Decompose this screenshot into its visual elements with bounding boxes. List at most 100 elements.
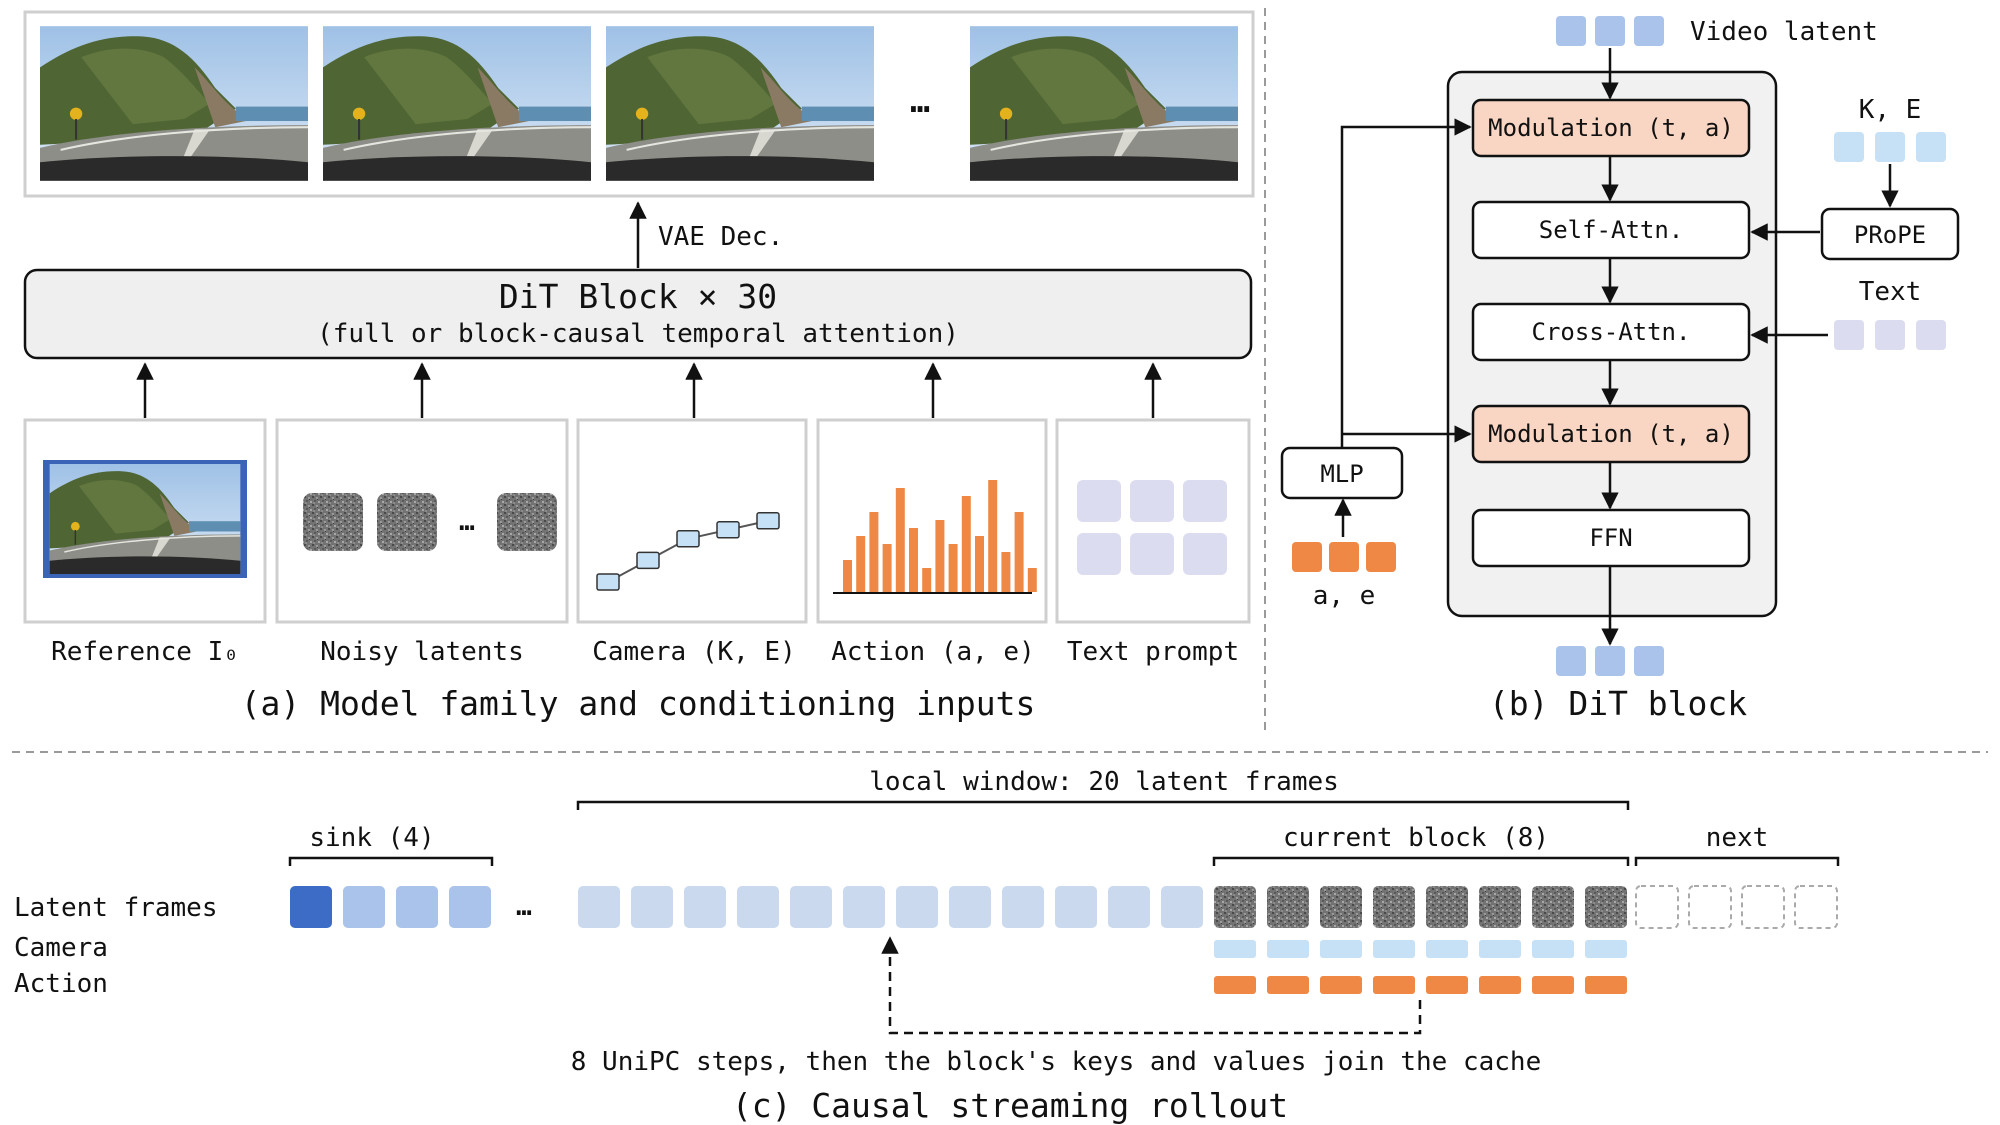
dit-block-title: DiT Block × 30 [499,277,777,316]
action-token [1585,976,1627,994]
caption-c: (c) Causal streaming rollout [732,1086,1288,1125]
text-token [1130,480,1174,522]
action-bar-plot [843,480,1037,592]
sink-frame [396,886,438,928]
row-label-action: Action [14,969,108,999]
sink-label: sink (4) [309,823,434,853]
modulation-bottom-box [1471,404,1751,464]
action-bar [948,544,958,592]
camera-token [1479,940,1521,958]
cached-frame [1002,886,1044,928]
input-label-action: Action (a, e) [831,637,1035,667]
cached-frame [578,886,620,928]
reference-image [48,464,242,574]
self-attn-box [1471,200,1751,260]
video-latent-token [1556,16,1586,46]
camera-token [1373,940,1415,958]
text-cond-token [1875,320,1905,350]
input-label-noisy-latents: Noisy latents [320,637,524,667]
camera-pose-node [676,530,700,548]
action-token [1320,976,1362,994]
camera-trajectory [596,512,780,591]
decoded-frame-last [970,26,1238,181]
text-token [1077,533,1121,575]
camera-token [1585,940,1627,958]
current-noisy-frame [1320,886,1362,928]
unipc-steps-note: 8 UniPC steps, then the block's keys and… [571,1047,1542,1077]
noise-latent-2 [377,493,437,551]
output-latent-token [1634,646,1664,676]
next-frame-placeholder [1635,885,1679,929]
next-frame-placeholder [1688,885,1732,929]
next-frame-placeholder [1794,885,1838,929]
action-token [1532,976,1574,994]
current-block-label: current block (8) [1283,823,1549,853]
cached-frame [684,886,726,928]
text-label: Text [1859,277,1922,307]
current-noisy-frame [1267,886,1309,928]
decoded-frame-2 [323,26,591,181]
text-token [1077,480,1121,522]
modulation-top-box [1471,98,1751,158]
action-bar [988,480,998,592]
ae-token [1329,542,1359,572]
video-latent-token [1595,16,1625,46]
prope-box [1820,207,1960,261]
noise-latent-n [497,493,557,551]
cached-frame [737,886,779,928]
cached-frame [631,886,673,928]
self-attn-label: Self-Attn. [1539,216,1684,244]
prope-label: PRoPE [1854,221,1926,249]
current-noisy-frame [1426,886,1468,928]
cached-frame [1055,886,1097,928]
cached-frame [790,886,832,928]
ke-token [1916,132,1946,162]
text-token [1183,480,1227,522]
ke-token [1875,132,1905,162]
current-noisy-frame [1585,886,1627,928]
action-bar [922,568,932,592]
current-noisy-frame [1532,886,1574,928]
action-bar [882,544,892,592]
camera-pose-node [716,521,740,539]
input-label-camera: Camera (K, E) [592,637,796,667]
camera-pose-node [596,573,620,591]
sink-frame [343,886,385,928]
camera-token [1532,940,1574,958]
action-input-box [816,418,1048,624]
action-token [1214,976,1256,994]
caption-b: (b) DiT block [1489,684,1747,723]
action-bar [935,520,945,592]
mlp-label: MLP [1320,460,1363,488]
output-latent-token [1556,646,1586,676]
ae-token [1292,542,1322,572]
text-token [1130,533,1174,575]
action-bar [856,536,866,592]
rollout-ellipsis: … [516,892,532,922]
action-bar [843,560,852,592]
local-window-label: local window: 20 latent frames [869,767,1339,797]
modulation-top-label: Modulation (t, a) [1488,114,1734,142]
cross-attn-box [1471,302,1751,362]
video-latent-label: Video latent [1690,17,1878,47]
current-noisy-frame [1214,886,1256,928]
camera-pose-node [756,512,780,530]
cached-frame [1108,886,1150,928]
action-bar [895,488,905,592]
ke-label: K, E [1859,95,1922,125]
action-token [1267,976,1309,994]
camera-token [1214,940,1256,958]
action-bar [909,528,918,592]
ffn-label: FFN [1589,524,1632,552]
action-bar [1001,552,1011,592]
text-token-grid [1077,480,1227,575]
modulation-bottom-label: Modulation (t, a) [1488,420,1734,448]
cache-loop-dashed-arrow [881,936,1422,1035]
ffn-box [1471,508,1751,568]
row-label-camera: Camera [14,933,108,963]
cached-frame [896,886,938,928]
sink-bracket [288,856,494,866]
camera-token [1426,940,1468,958]
action-bar [1027,568,1037,592]
